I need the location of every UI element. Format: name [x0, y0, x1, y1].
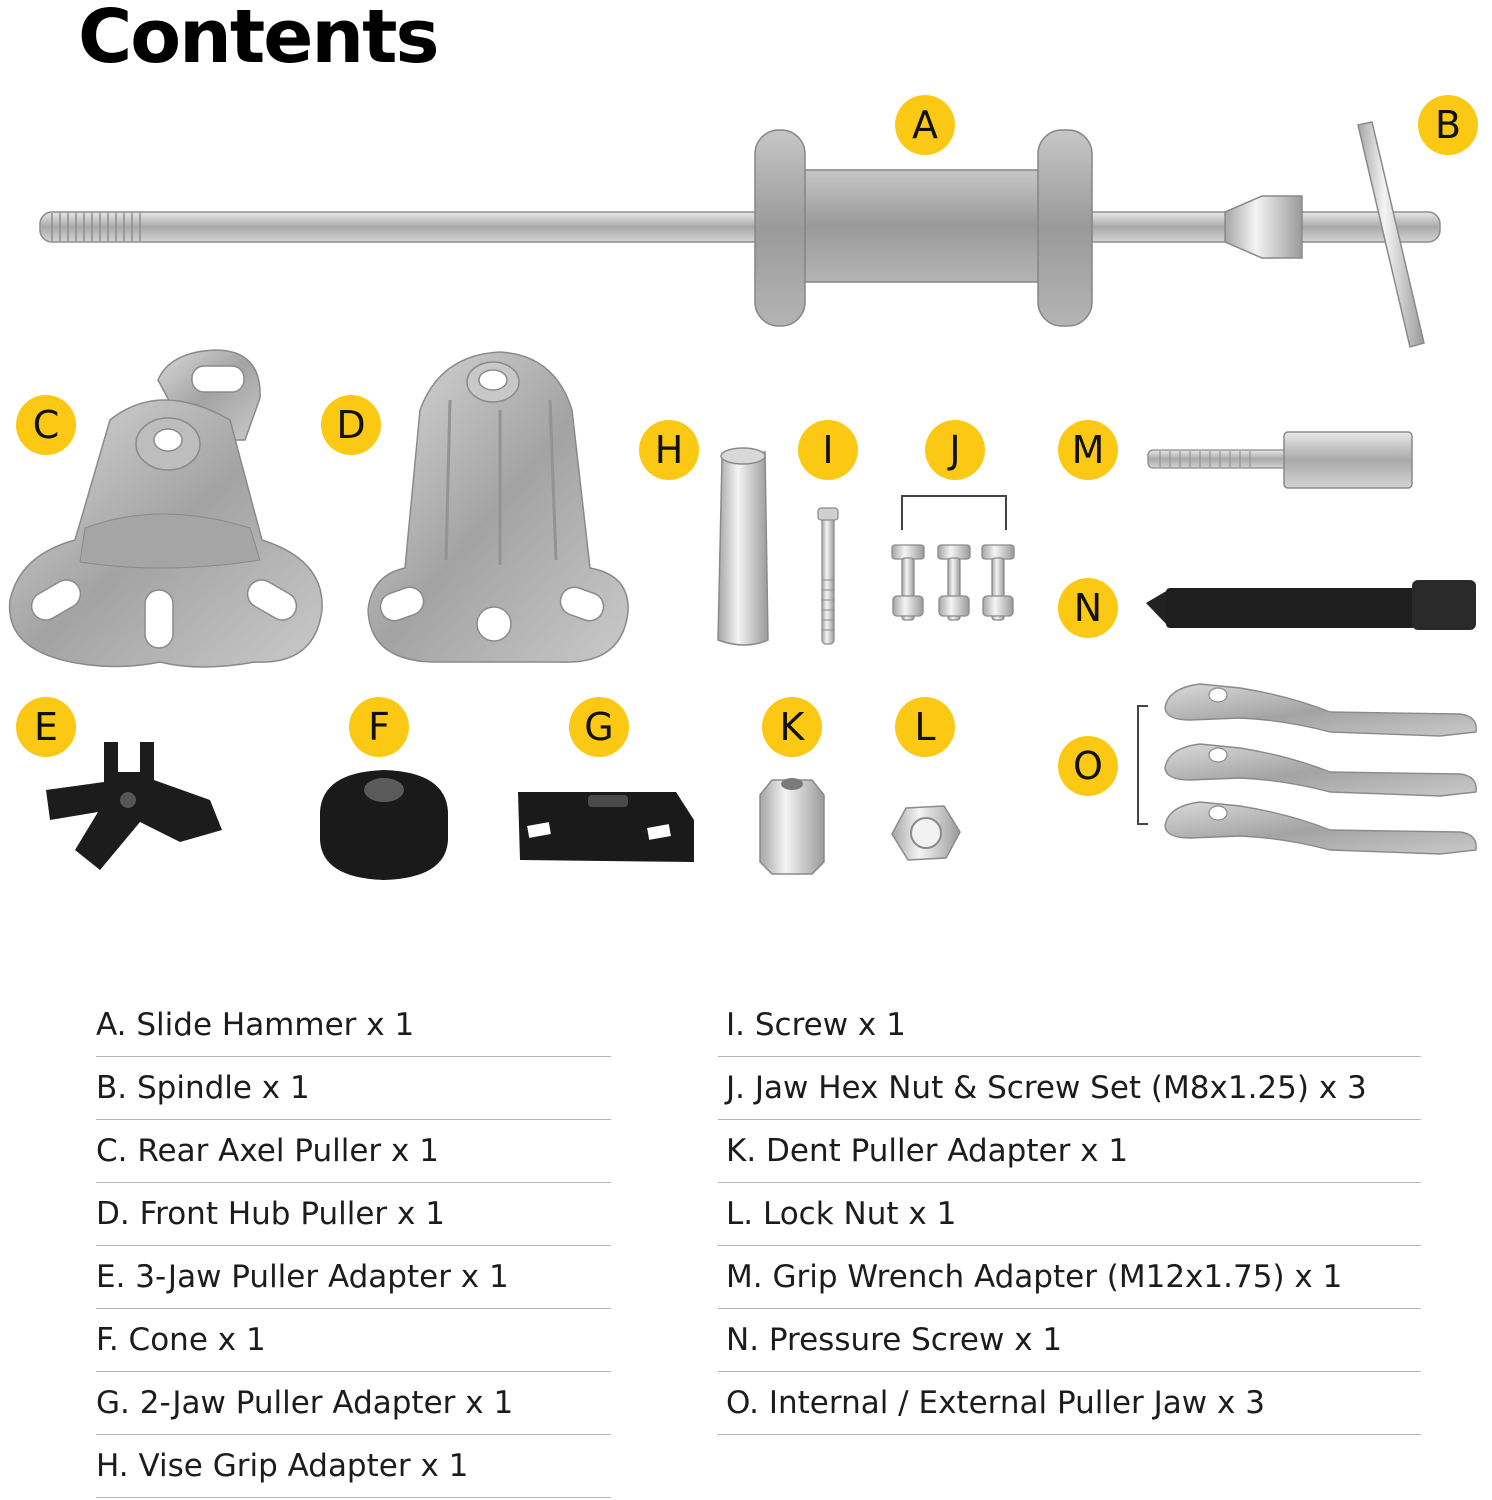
badge-n: N [1058, 578, 1118, 638]
jaw-hex-nut-screw-set-image [891, 495, 1015, 621]
svg-text:G: G [584, 705, 613, 749]
list-item: L. Lock Nut x 1 [718, 1183, 1421, 1246]
rear-axle-puller-image [8, 349, 323, 668]
badge-e: E [16, 697, 76, 757]
front-hub-puller-image [367, 351, 629, 663]
cone-image [320, 770, 448, 880]
badge-a: A [895, 95, 955, 155]
list-item: E. 3-Jaw Puller Adapter x 1 [96, 1246, 611, 1309]
parts-illustration: A B C D H I J M N E F G K L O [8, 95, 1478, 880]
svg-text:O: O [1073, 744, 1103, 788]
lock-nut-image [891, 805, 961, 861]
screw-image [817, 507, 839, 645]
dent-puller-adapter-image [759, 778, 825, 875]
list-item: F. Cone x 1 [96, 1309, 611, 1372]
list-item: I. Screw x 1 [718, 994, 1421, 1057]
spindle-image [1357, 121, 1425, 348]
svg-text:D: D [336, 403, 365, 447]
svg-text:I: I [822, 428, 833, 472]
three-jaw-puller-adapter-image [46, 742, 222, 870]
svg-text:A: A [912, 103, 938, 147]
badge-j: J [925, 420, 985, 480]
puller-jaws-image [1137, 683, 1477, 855]
badge-k: K [762, 697, 822, 757]
list-item: H. Vise Grip Adapter x 1 [96, 1435, 611, 1498]
svg-text:F: F [368, 705, 390, 749]
svg-text:J: J [947, 428, 960, 472]
list-item: N. Pressure Screw x 1 [718, 1309, 1421, 1372]
list-item: B. Spindle x 1 [96, 1057, 611, 1120]
vise-grip-adapter-image [717, 447, 769, 646]
badge-g: G [569, 697, 629, 757]
slide-hammer-image [39, 129, 1441, 327]
badge-d: D [321, 395, 381, 455]
pressure-screw-image [1146, 580, 1476, 630]
list-item: G. 2-Jaw Puller Adapter x 1 [96, 1372, 611, 1435]
svg-text:M: M [1072, 428, 1105, 472]
list-item: J. Jaw Hex Nut & Screw Set (M8x1.25) x 3 [718, 1057, 1421, 1120]
badge-o: O [1058, 736, 1118, 796]
badge-i: I [798, 420, 858, 480]
svg-text:E: E [34, 705, 58, 749]
list-item: M. Grip Wrench Adapter (M12x1.75) x 1 [718, 1246, 1421, 1309]
svg-text:B: B [1435, 103, 1461, 147]
parts-list-left: A. Slide Hammer x 1 B. Spindle x 1 C. Re… [96, 994, 611, 1498]
grip-wrench-adapter-image [1147, 431, 1413, 489]
svg-text:C: C [33, 403, 60, 447]
two-jaw-puller-adapter-image [518, 792, 694, 862]
list-item: A. Slide Hammer x 1 [96, 994, 611, 1057]
list-item: D. Front Hub Puller x 1 [96, 1183, 611, 1246]
list-item: K. Dent Puller Adapter x 1 [718, 1120, 1421, 1183]
badge-c: C [16, 395, 76, 455]
parts-list-right: I. Screw x 1 J. Jaw Hex Nut & Screw Set … [718, 994, 1421, 1435]
page-title: Contents [78, 0, 439, 80]
svg-text:K: K [780, 705, 806, 749]
svg-text:H: H [655, 428, 684, 472]
badge-m: M [1058, 420, 1118, 480]
svg-text:N: N [1074, 586, 1102, 630]
badge-b: B [1418, 95, 1478, 155]
list-item: C. Rear Axel Puller x 1 [96, 1120, 611, 1183]
badge-l: L [895, 697, 955, 757]
svg-text:L: L [914, 705, 935, 749]
badge-f: F [349, 697, 409, 757]
list-item: O. Internal / External Puller Jaw x 3 [718, 1372, 1421, 1435]
badge-h: H [639, 420, 699, 480]
